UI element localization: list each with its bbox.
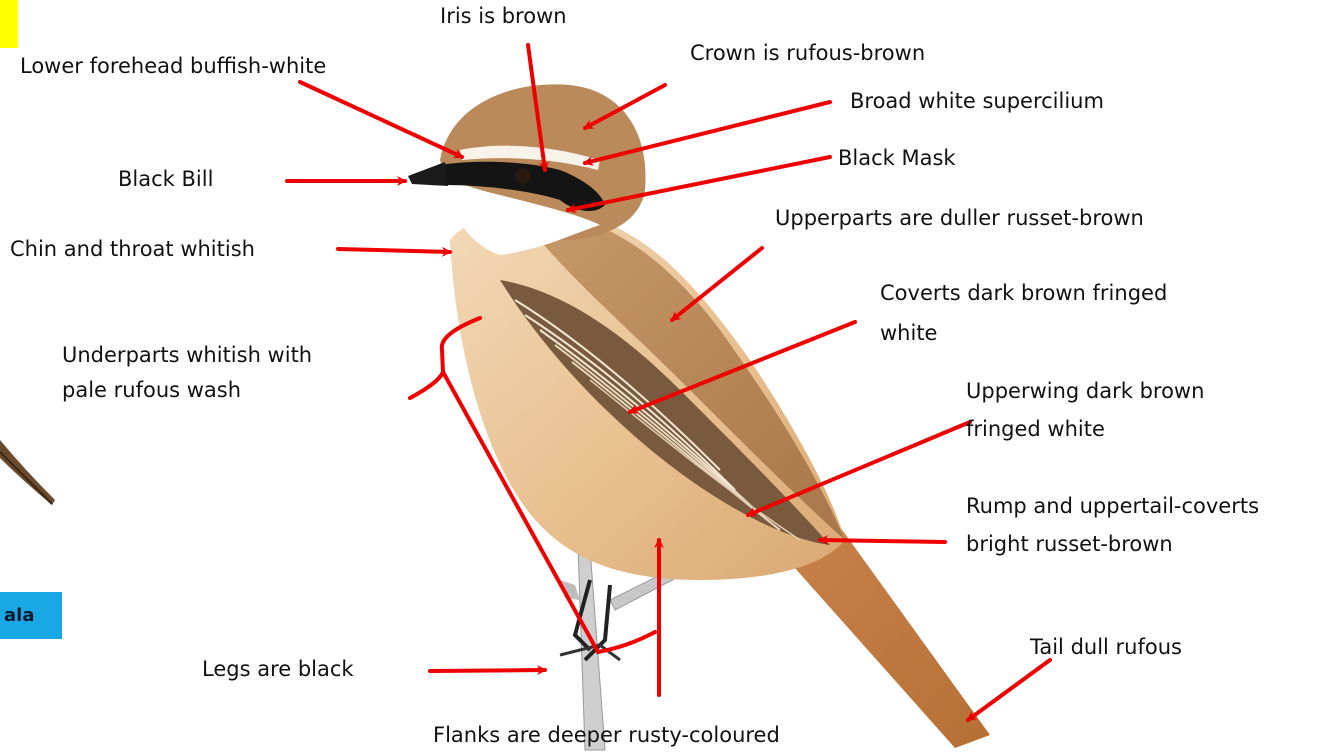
label-mask: Black Mask: [838, 145, 956, 172]
arrow-coverts: [630, 322, 855, 412]
label-upperwing-line2: fringed white: [966, 416, 1105, 443]
arrow-upperparts: [672, 248, 762, 320]
arrow-mask: [568, 157, 830, 210]
label-underparts-line2: pale rufous wash: [62, 377, 241, 404]
label-lower-forehead: Lower forehead buffish-white: [20, 53, 326, 80]
label-supercilium: Broad white supercilium: [850, 88, 1104, 115]
arrow-iris: [528, 45, 545, 170]
arrow-rump: [820, 540, 945, 542]
label-legs: Legs are black: [202, 656, 354, 683]
label-bill: Black Bill: [118, 166, 213, 193]
label-coverts-line2: white: [880, 320, 937, 347]
arrow-tail: [968, 660, 1050, 720]
arrow-lower-forehead: [300, 82, 462, 157]
label-rump-line2: bright russet-brown: [966, 531, 1173, 558]
label-rump-line1: Rump and uppertail-coverts: [966, 493, 1259, 520]
label-underparts-line1: Underparts whitish with: [62, 342, 312, 369]
label-iris: Iris is brown: [440, 3, 567, 30]
arrow-upperwing: [748, 422, 970, 515]
arrow-crown: [585, 85, 665, 128]
arrow-legs: [430, 670, 545, 671]
underparts-bracket: [410, 318, 655, 652]
arrow-supercilium: [585, 102, 830, 163]
label-crown: Crown is rufous-brown: [690, 40, 925, 67]
label-flanks: Flanks are deeper rusty-coloured: [433, 722, 780, 749]
label-upperparts: Upperparts are duller russet-brown: [775, 205, 1144, 232]
label-upperwing-line1: Upperwing dark brown: [966, 378, 1204, 405]
label-chin-throat: Chin and throat whitish: [10, 236, 255, 263]
arrow-chin-throat: [338, 249, 450, 252]
label-coverts-line1: Coverts dark brown fringed: [880, 280, 1167, 307]
label-tail: Tail dull rufous: [1030, 634, 1182, 661]
